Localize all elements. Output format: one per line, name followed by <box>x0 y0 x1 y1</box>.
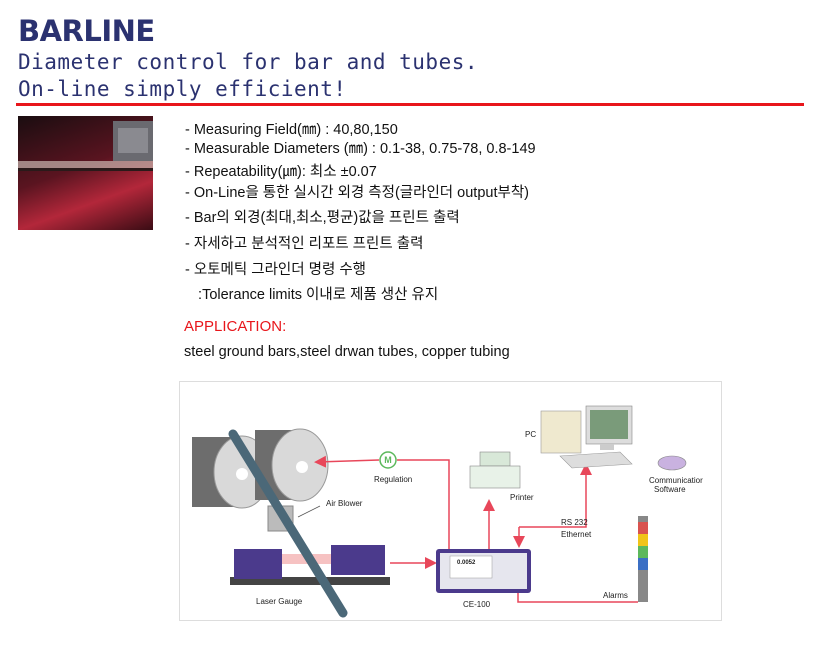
regulation-label: Regulation <box>374 475 412 484</box>
software-label-line1: Communicatior <box>649 476 703 485</box>
laser-gauge-label: Laser Gauge <box>256 597 303 606</box>
feature-measuring-field: - Measuring Field(㎜) : 40,80,150 <box>185 122 398 138</box>
feature-grinder: - 오토메틱 그라인더 명령 수행 <box>185 262 367 278</box>
product-photo <box>18 116 153 230</box>
application-label: APPLICATION: <box>184 318 287 335</box>
header-divider <box>16 103 804 106</box>
rs232-label: RS 232 <box>561 518 588 527</box>
printer-icon <box>469 451 521 489</box>
system-diagram: Air Blower Laser Gauge M Regulation RS 2… <box>179 381 722 621</box>
feature-report: - 자세하고 분석적인 리포트 프린트 출력 <box>185 236 424 252</box>
motor-icon <box>379 451 397 469</box>
alarm-tower-icon <box>638 516 648 602</box>
subtitle-line-2: On-line simply efficient! <box>18 77 347 101</box>
pc-icon <box>540 405 633 469</box>
controller-display-value: 0.0052 <box>457 560 476 566</box>
roller-right <box>255 428 329 502</box>
software-label-line2: Software <box>654 485 686 494</box>
software-cd-icon <box>657 455 687 471</box>
air-blower-label: Air Blower <box>326 499 363 508</box>
feature-repeatability: - Repeatability(㎛): 최소 ±0.07 <box>185 164 377 180</box>
feature-measurable-diameters: - Measurable Diameters (㎜) : 0.1-38, 0.7… <box>185 141 536 157</box>
pc-label: PC <box>525 430 536 439</box>
alarms-label: Alarms <box>603 591 628 600</box>
application-text: steel ground bars,steel drwan tubes, cop… <box>184 344 510 360</box>
feature-tolerance: :Tolerance limits 이내로 제품 생산 유지 <box>190 287 439 303</box>
ethernet-label: Ethernet <box>561 530 592 539</box>
feature-print-values: - Bar의 외경(최대,최소,평균)값을 프린트 출력 <box>185 210 460 226</box>
ce100-controller-icon: 0.0052 <box>436 549 531 593</box>
printer-label: Printer <box>510 493 534 502</box>
page-title: BARLINE <box>18 14 155 48</box>
motor-symbol: M <box>384 455 392 465</box>
feature-online: - On-Line을 통한 실시간 외경 측정(글라인더 output부착) <box>185 185 529 201</box>
subtitle-line-1: Diameter control for bar and tubes. <box>18 50 479 74</box>
controller-label: CE-100 <box>463 600 491 609</box>
bar-icon <box>228 429 348 618</box>
